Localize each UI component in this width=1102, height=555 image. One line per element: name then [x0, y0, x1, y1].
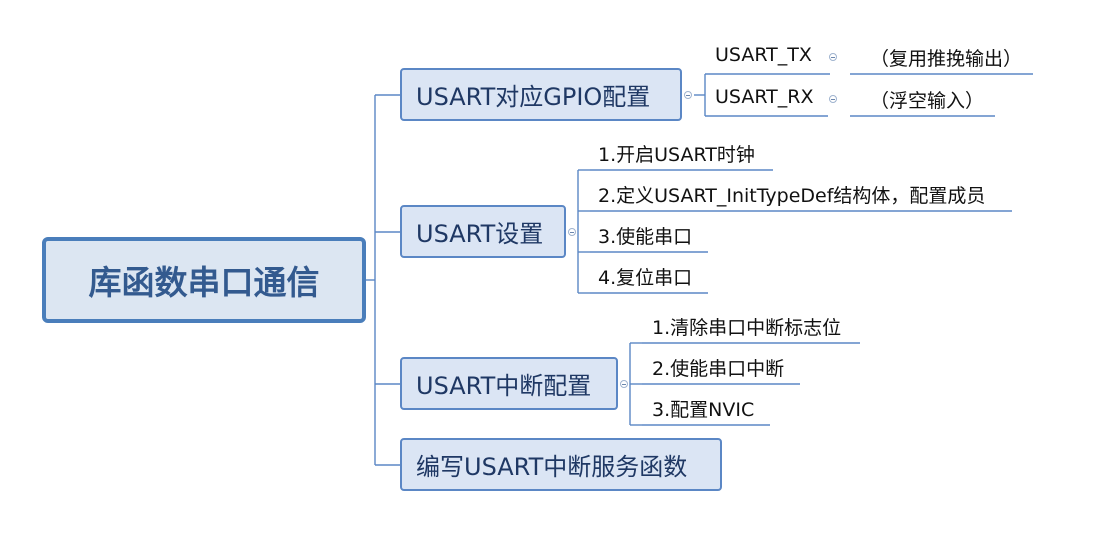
leaf-reset-usart[interactable]: 4.复位串口: [598, 267, 693, 289]
branch-gpio-config[interactable]: USART对应GPIO配置: [400, 68, 682, 121]
root-label: 库函数串口通信: [88, 263, 320, 302]
leaf-usart-rx[interactable]: USART_RX: [715, 86, 814, 108]
leaf-enable-clock[interactable]: 1.开启USART时钟: [598, 144, 755, 166]
branch-usart-settings[interactable]: USART设置: [400, 205, 566, 258]
leaf-enable-interrupt[interactable]: 2.使能串口中断: [652, 358, 785, 380]
collapse-toggle-icon[interactable]: [829, 95, 837, 103]
branch-label: USART中断配置: [416, 372, 592, 400]
collapse-toggle-icon[interactable]: [620, 380, 628, 388]
collapse-toggle-icon[interactable]: [829, 53, 837, 61]
root-node[interactable]: 库函数串口通信: [42, 237, 366, 323]
leaf-define-struct[interactable]: 2.定义USART_InitTypeDef结构体，配置成员: [598, 185, 986, 207]
collapse-toggle-icon[interactable]: [684, 91, 692, 99]
branch-label: USART对应GPIO配置: [416, 83, 651, 111]
collapse-toggle-icon[interactable]: [568, 228, 576, 236]
branch-label: USART设置: [416, 220, 544, 248]
leaf-config-nvic[interactable]: 3.配置NVIC: [652, 399, 755, 421]
note-push-pull[interactable]: （复用推挽输出）: [870, 48, 1023, 70]
note-floating-input[interactable]: （浮空输入）: [870, 90, 985, 112]
leaf-usart-tx[interactable]: USART_TX: [715, 44, 812, 66]
branch-isr[interactable]: 编写USART中断服务函数: [400, 438, 722, 491]
leaf-clear-flag[interactable]: 1.清除串口中断标志位: [652, 317, 842, 339]
branch-label: 编写USART中断服务函数: [416, 453, 688, 481]
branch-interrupt-config[interactable]: USART中断配置: [400, 357, 618, 410]
leaf-enable-usart[interactable]: 3.使能串口: [598, 226, 693, 248]
